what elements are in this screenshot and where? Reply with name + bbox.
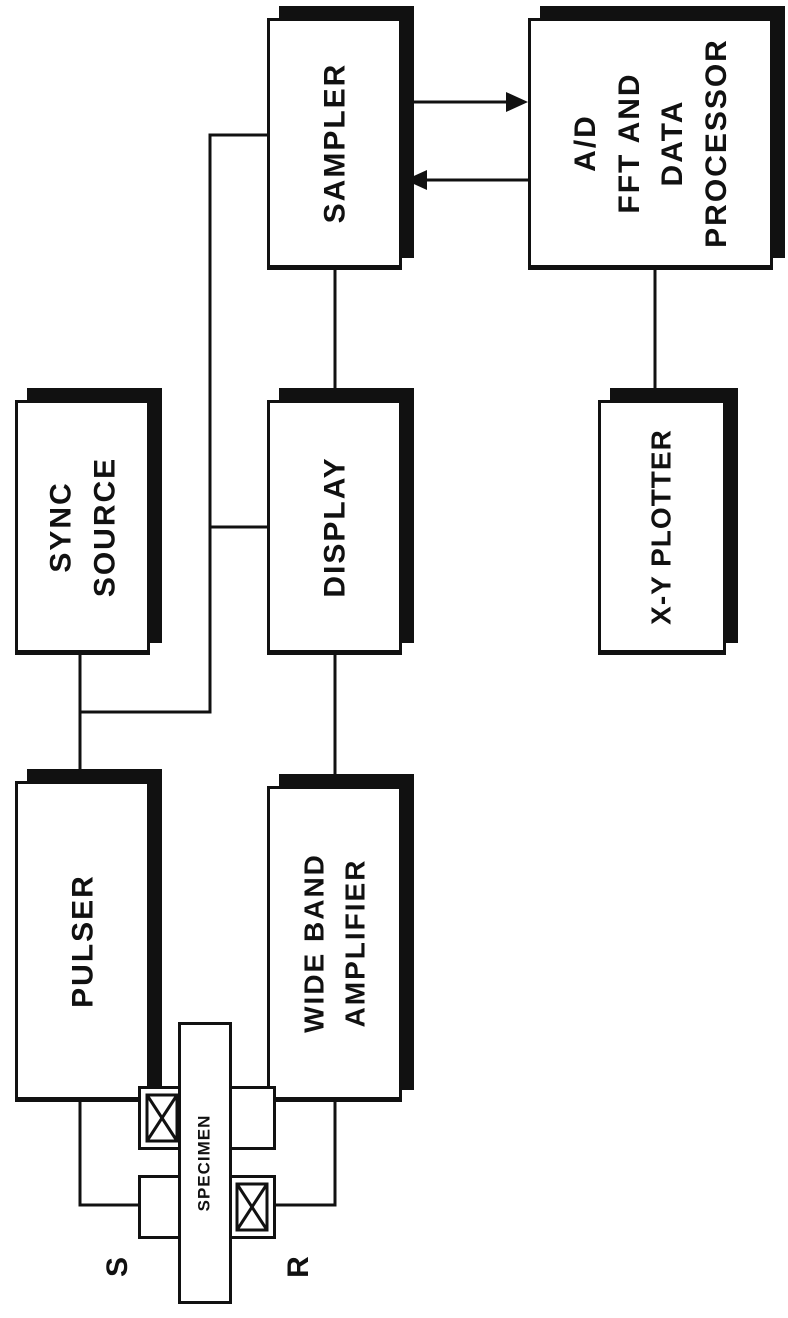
display-block: DISPLAY [267,400,402,655]
processor-label-line-3: DATA [655,99,689,187]
wide-band-amplifier-block: WIDE BAND AMPLIFIER [267,786,402,1102]
xy-plotter-block: X-Y PLOTTER [598,400,726,655]
specimen-block: SPECIMEN [178,1022,232,1304]
wire-pulser-to-transducer [78,1102,140,1207]
wire-sync-trigger-bus [80,133,267,714]
wire-amplifier-to-transducer [275,1102,337,1207]
sync-source-label-line-1: SYNC [44,480,77,573]
processor-block: A/D FFT AND DATA PROCESSOR [528,18,773,270]
arrow-to-processor [506,92,528,112]
sync-source-block: SYNC SOURCE [15,400,150,655]
sync-source-label-line-2: SOURCE [87,456,121,597]
processor-label-line-4: PROCESSOR [699,38,732,248]
processor-label-line-1: A/D [568,114,602,172]
receive-label: R [281,1256,315,1278]
display-label: DISPLAY [317,455,351,598]
xy-plotter-label: X-Y PLOTTER [645,428,677,625]
transducer-cross-icon [235,1182,269,1232]
processor-label-line-2: FFT AND [612,72,645,214]
pulser-label: PULSER [65,873,99,1008]
pulser-block: PULSER [15,781,150,1102]
amplifier-label-line-1: WIDE BAND [297,853,329,1033]
sampler-block: SAMPLER [267,18,402,270]
sampler-label: SAMPLER [317,62,351,224]
amplifier-label-line-2: AMPLIFIER [338,858,370,1028]
arrow-to-sampler [405,170,427,190]
specimen-label: SPECIMEN [194,1114,214,1212]
transducer-cross-icon [145,1093,179,1143]
send-label: S [101,1256,135,1278]
